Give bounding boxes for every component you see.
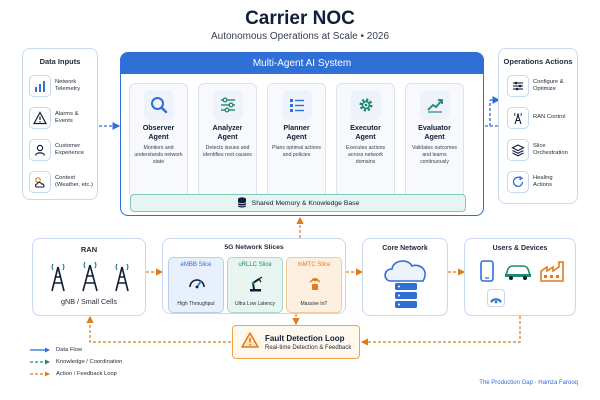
legend-data-flow: Data Flow xyxy=(30,347,82,353)
checklist-icon xyxy=(281,90,312,120)
credit-text: The Production Gap · Hamza Farooq xyxy=(479,380,578,386)
ran-panel: RAN gNB / Small Cells xyxy=(32,238,146,316)
iot-icon xyxy=(309,278,321,290)
page-title: Carrier NOC xyxy=(245,8,355,29)
user-icon xyxy=(29,139,51,161)
data-input-alarms: Alarms &Events xyxy=(29,107,79,129)
sliders-icon xyxy=(507,75,529,97)
legend-action-feedback: Action / Feedback Loop xyxy=(30,371,117,377)
fault-loop-subtitle: Real-time Detection & Feedback xyxy=(265,344,352,351)
page-subtitle: Autonomous Operations at Scale • 2026 xyxy=(210,31,390,42)
weather-icon xyxy=(29,171,51,193)
fault-detection-loop: Fault Detection Loop Real-time Detection… xyxy=(232,325,360,359)
feedback-loop-left xyxy=(86,315,231,343)
shared-memory-label: Shared Memory & Knowledge Base xyxy=(251,199,360,207)
ran-subtitle: gNB / Small Cells xyxy=(61,297,117,306)
iot-device-icon xyxy=(487,289,505,307)
slices-panel: 5G Network Slices eMBB Slice High Throug… xyxy=(162,238,346,314)
car-icon xyxy=(504,265,532,280)
trend-icon xyxy=(419,90,450,120)
warning-icon xyxy=(241,331,259,353)
speedometer-icon xyxy=(189,279,205,289)
data-inputs-title: Data Inputs xyxy=(39,57,81,66)
phone-icon xyxy=(480,260,494,282)
antenna-icon xyxy=(507,107,529,129)
core-network-panel: Core Network xyxy=(362,238,448,316)
slices-title: 5G Network Slices xyxy=(224,244,284,251)
warning-icon xyxy=(29,107,51,129)
ran-title: RAN xyxy=(80,245,98,254)
refresh-icon xyxy=(507,171,529,193)
database-icon xyxy=(237,196,247,210)
data-input-context: Context(Weather, etc.) xyxy=(29,171,93,193)
cloud-server-icon xyxy=(384,260,426,308)
op-configure: Configure &Optimize xyxy=(507,75,564,97)
core-network-title: Core Network xyxy=(382,245,428,252)
urllc-slice-card: uRLLC Slice Ultra Low Latency xyxy=(227,257,283,313)
magnifier-icon xyxy=(143,90,174,120)
op-ran-control: RAN Control xyxy=(507,107,566,129)
operations-panel: Operations Actions Configure &Optimize R… xyxy=(498,48,578,204)
robot-arm-icon xyxy=(250,276,263,292)
mmtc-slice-card: mMTC Slice Massive IoT xyxy=(286,257,342,313)
sliders-icon xyxy=(212,90,243,120)
gear-icon xyxy=(350,90,381,120)
legend-knowledge: Knowledge / Coordination xyxy=(30,359,122,365)
fault-loop-title: Fault Detection Loop xyxy=(265,333,345,343)
operations-title: Operations Actions xyxy=(503,57,573,66)
users-devices-title: Users & Devices xyxy=(492,245,548,252)
chart-icon xyxy=(29,75,51,97)
shared-memory-bar: Shared Memory & Knowledge Base xyxy=(130,194,466,212)
factory-icon xyxy=(540,261,564,282)
embb-slice-card: eMBB Slice High Throughput xyxy=(168,257,224,313)
feedback-loop-right xyxy=(360,316,521,346)
mas-title: Multi-Agent AI System xyxy=(121,53,483,74)
layers-icon xyxy=(507,139,529,161)
users-devices-panel: Users & Devices xyxy=(464,238,576,316)
cell-tower-icon xyxy=(51,261,129,292)
